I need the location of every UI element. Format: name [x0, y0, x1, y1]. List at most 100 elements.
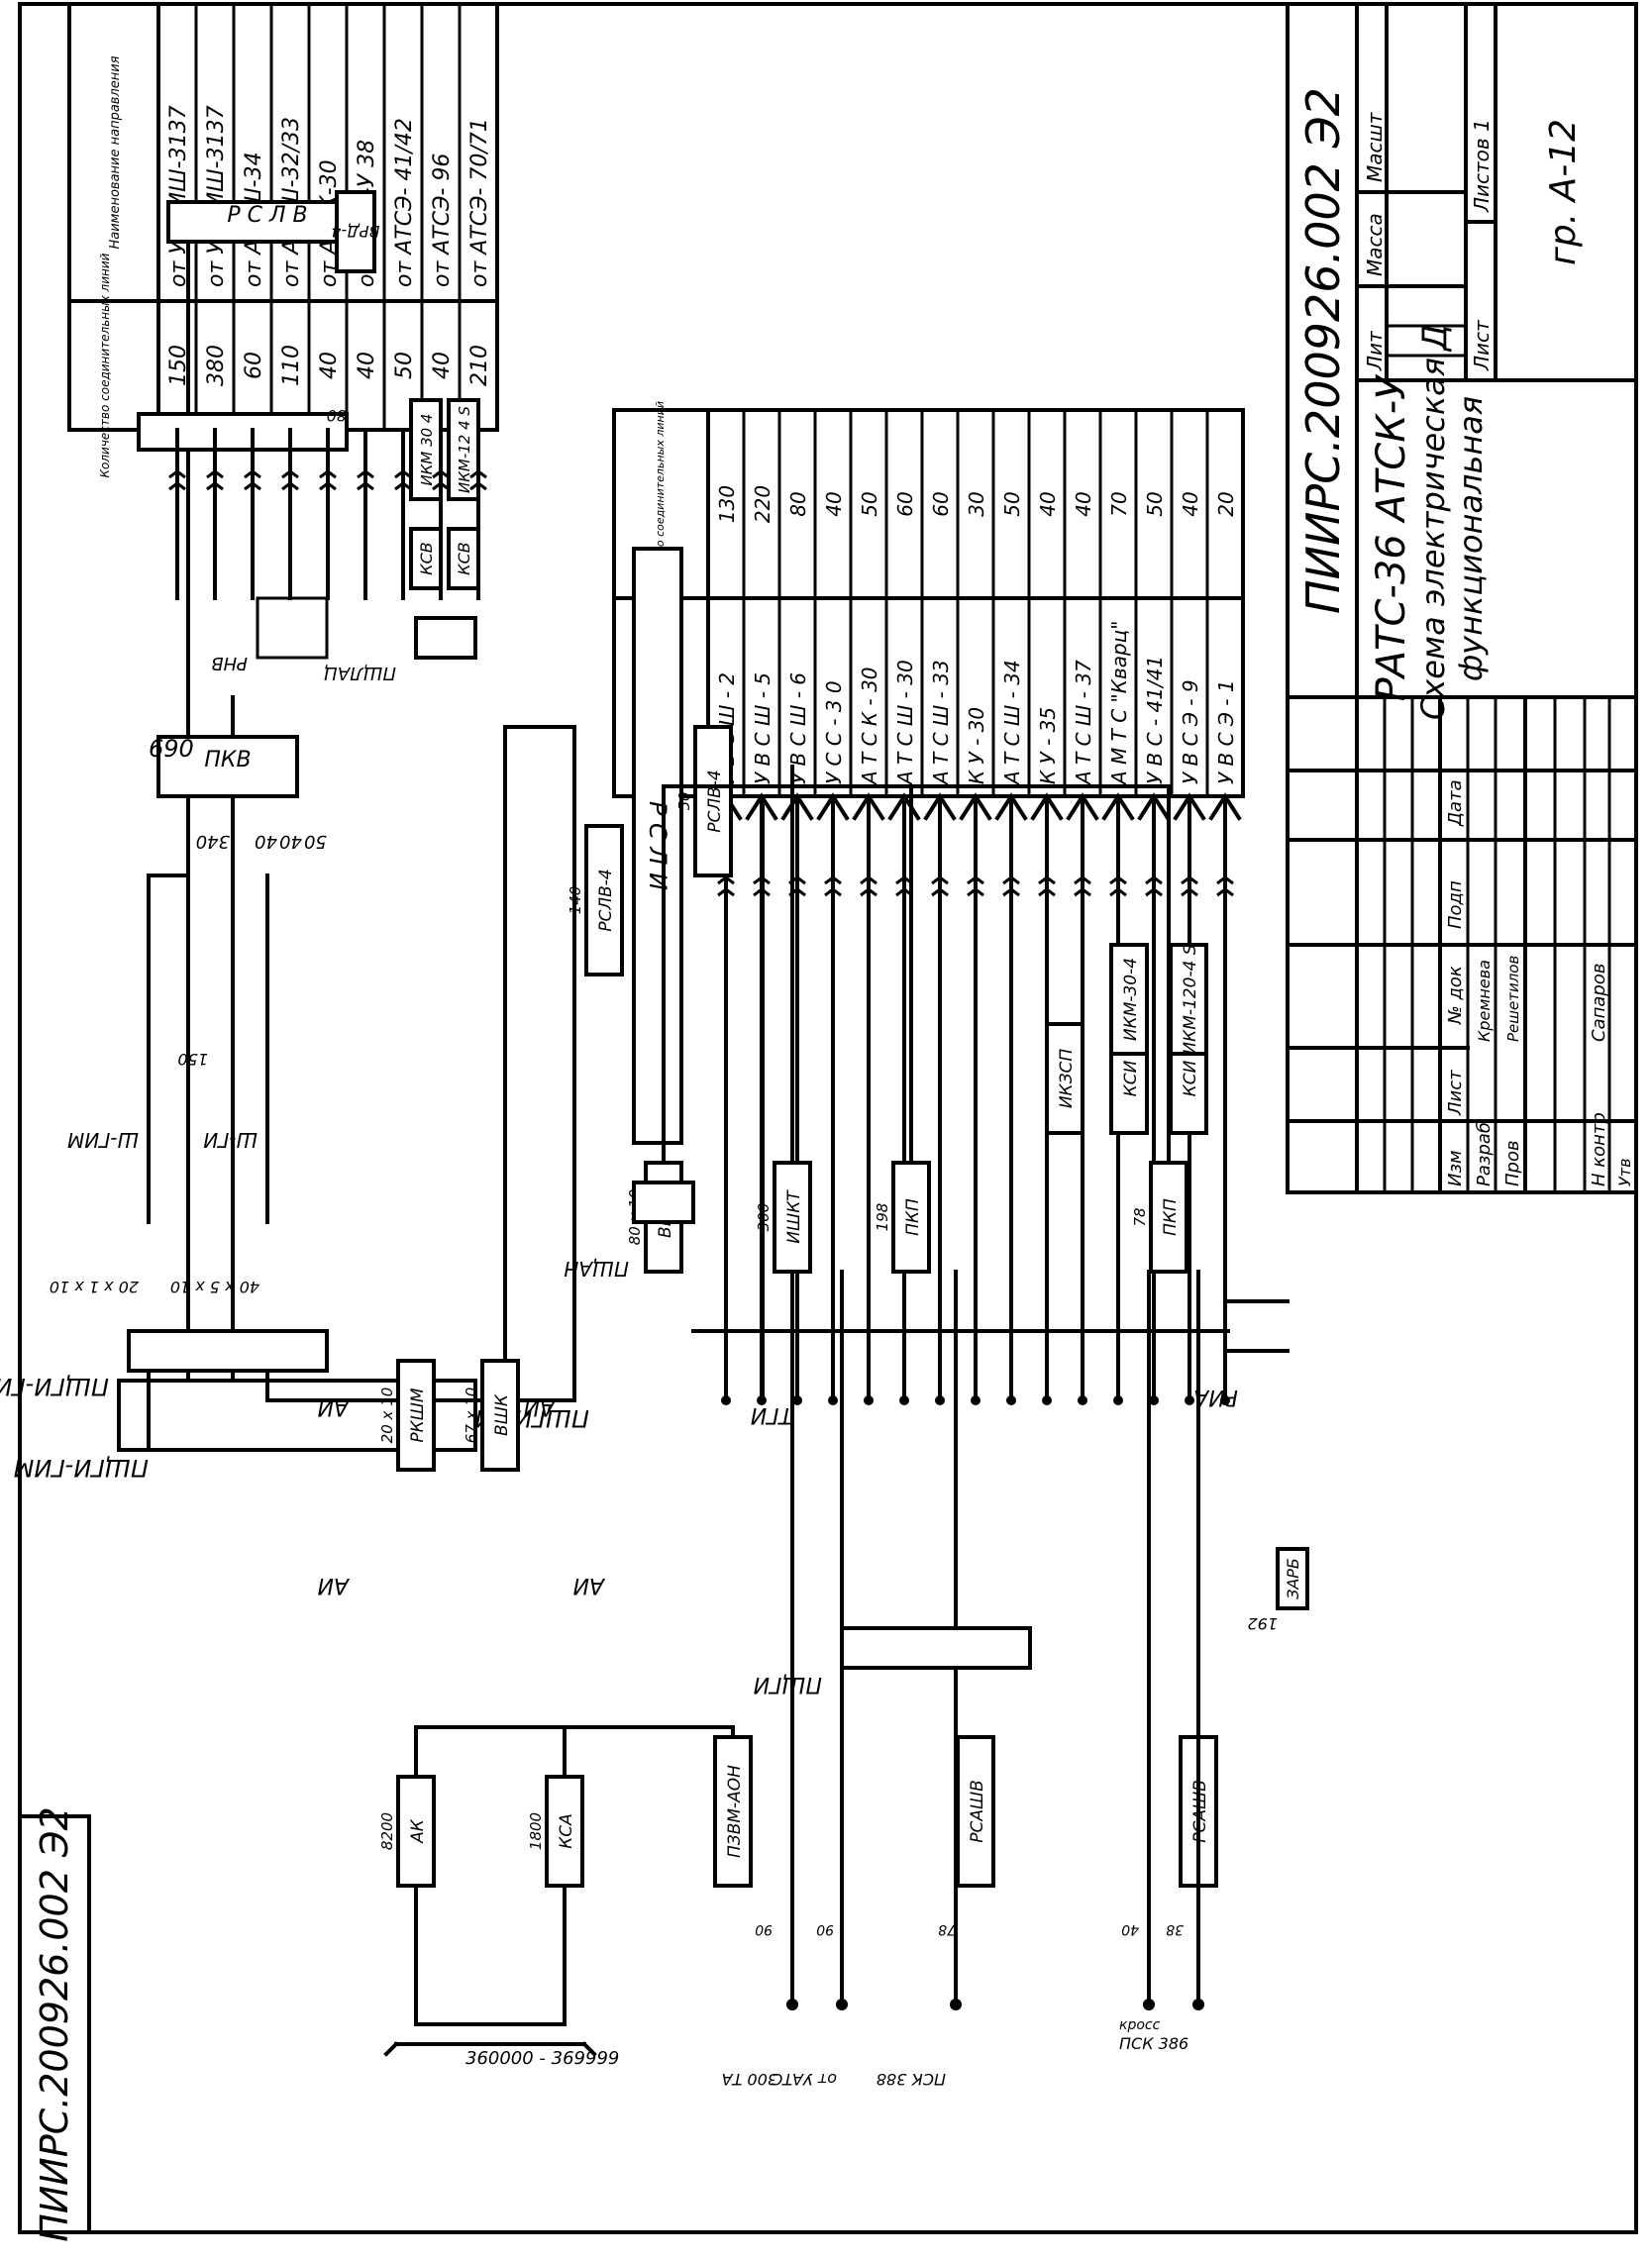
- title-line2: Схема электрическая: [1414, 358, 1452, 720]
- ksi2-block-label: КСИ: [1181, 1060, 1200, 1096]
- wiring: ТГИ ПЩГИ-ГИМ Р С Л И ПЩГИ-ГИМ ПКВ 690 34…: [0, 190, 1309, 2089]
- out-row-count: 130: [715, 485, 739, 523]
- in-header-count: Количество соединительных линий: [98, 253, 112, 477]
- qty-50: 50: [304, 831, 327, 852]
- out-row-count: 40: [1179, 491, 1202, 516]
- title-block: Изм Лист № док Подп Дата Разраб Кремнева…: [1286, 2, 1638, 1194]
- arrow-icon: [923, 792, 957, 821]
- cable-tick-icon: [1038, 875, 1056, 897]
- pkp2-block-label: ПКП: [1161, 1198, 1181, 1236]
- tb-name-nkontr: Сапаров: [1589, 964, 1609, 1042]
- out-row-count: 80: [786, 491, 810, 516]
- out-row-name: А Т С Ш - 33: [929, 660, 953, 786]
- qty-40b: 40: [279, 831, 302, 852]
- arrow-icon: [1030, 792, 1064, 821]
- tb-header-date: Дата: [1445, 779, 1466, 827]
- out-row-count: 40: [1072, 491, 1095, 516]
- number-range-label: 360000 - 369999: [465, 2048, 619, 2069]
- tb-header-izm: Изм: [1445, 1150, 1466, 1186]
- zarb-qty: 192: [1247, 1614, 1278, 1633]
- ksa-block-label: КСА: [557, 1813, 576, 1849]
- terminal-dot: [1143, 1999, 1155, 2010]
- out-row-count: 20: [1214, 491, 1238, 516]
- ikm30-4-out-block-label: ИКМ-30-4: [1121, 958, 1141, 1041]
- rkshm-block-label: РКШМ: [408, 1388, 428, 1442]
- arrow-icon: [780, 792, 814, 821]
- rkshm-block: [396, 1359, 436, 1472]
- gim3-label: Ш-ГИМ: [67, 1128, 139, 1152]
- cable-tick-icon: [1109, 875, 1127, 897]
- ikm12-label: ИКМ-12 4 S: [456, 406, 473, 493]
- rkshm-block-qty: 20 x 10: [378, 1388, 396, 1444]
- mass-label: Масса: [1363, 213, 1387, 276]
- cable-tick-icon: [824, 875, 842, 897]
- out-row-count: 50: [1143, 491, 1167, 516]
- out-row-count: 50: [1000, 491, 1024, 516]
- incoming-lines: [168, 428, 487, 600]
- lit-value: Д: [1415, 324, 1455, 353]
- tb-header-doc: № док: [1445, 966, 1466, 1025]
- rslv4a-block-qty: 140: [567, 886, 584, 915]
- rsli-bar: [632, 547, 683, 1145]
- pshgi-gim-field-left: [127, 1329, 329, 1373]
- out-row-count: 40: [1036, 491, 1060, 516]
- tb-role-razrab: Разраб: [1474, 1122, 1495, 1186]
- rnv-label: РНВ: [211, 653, 248, 673]
- in-row-count: 60: [242, 352, 266, 379]
- ikm30-4-label: ИКМ 30 4: [418, 414, 436, 486]
- cable-tick-icon: [168, 469, 186, 491]
- pshan-field: [632, 1181, 695, 1224]
- vshk1-block: [480, 1359, 520, 1472]
- ikzsp-block-label: ИКЗСП: [1057, 1049, 1077, 1109]
- in-header-name: Наименование направления: [108, 55, 123, 249]
- out-row-name: А Т С Ш - 37: [1072, 660, 1095, 786]
- rslv-label: Р С Л В: [227, 203, 307, 228]
- arrow-icon: [1101, 792, 1135, 821]
- pshgi-gim-label-left: ПЩГИ-ГИМ: [0, 1373, 109, 1400]
- arrow-icon: [994, 792, 1028, 821]
- arrow-icon: [816, 792, 850, 821]
- zarb-label: ЗАРБ: [1284, 1558, 1302, 1599]
- in-row-count: 40: [430, 352, 455, 379]
- out-row-name: У В С Э - 9: [1179, 679, 1202, 784]
- ai-label-4: АИ: [572, 1573, 606, 1597]
- pshan-label: ПЩАН: [564, 1257, 629, 1281]
- terminal-dot: [1192, 1999, 1204, 2010]
- cable-tick-icon: [281, 469, 299, 491]
- in-row-count: 50: [392, 352, 417, 379]
- out-row-count: 220: [751, 485, 774, 523]
- margin-code: ПИИРС.200926.002 Э2: [33, 1806, 76, 2241]
- group-label: гр. А-12: [1543, 119, 1584, 265]
- out-row-name: А М Т С "Кварц": [1107, 621, 1131, 787]
- out-row-name: У С С - 3 0: [822, 680, 846, 784]
- out-row-name: У В С Э - 1: [1214, 679, 1238, 784]
- ak-block-label: АК: [408, 1818, 428, 1844]
- cable-tick-icon: [1074, 875, 1091, 897]
- cable-tick-icon: [319, 469, 337, 491]
- arrow-icon: [1066, 792, 1099, 821]
- pkp1-block-label: ПКП: [903, 1198, 923, 1236]
- cable-tick-icon: [1181, 875, 1198, 897]
- tb-name-prov: Решетилов: [1504, 956, 1522, 1042]
- cable-tick-icon: [1002, 875, 1020, 897]
- sheet-frame: [18, 2, 1638, 2234]
- terminal-dot: [950, 1999, 962, 2010]
- cable-tick-icon: [1216, 875, 1234, 897]
- cable-tick-icon: [394, 469, 412, 491]
- rslv4b-block-label: РСЛВ-4: [705, 770, 725, 833]
- title-line1: РАТС-36 АТСК-У: [1369, 373, 1414, 701]
- ai-label-3: АИ: [317, 1573, 351, 1597]
- ai-label-2: АИ: [523, 1394, 557, 1419]
- out-row-name: У В С Ш - 6: [786, 672, 810, 784]
- vshk1-block-qty: 67 x 10: [463, 1388, 480, 1444]
- cable-tick-icon: [244, 469, 261, 491]
- out-row-name: У В С Ш - 5: [751, 672, 774, 784]
- out-row-name: А Т С Ш - 30: [893, 660, 917, 786]
- ikm30-4-out-block: [1109, 943, 1149, 1056]
- pshgi-gim-field-upper: [137, 412, 349, 452]
- source-uats: от УАТС: [771, 2070, 837, 2089]
- cable-tick-icon: [967, 875, 984, 897]
- pshgi-gim-label-in: ПЩГИ-ГИМ: [13, 1454, 149, 1482]
- tb-role-prov: Пров: [1502, 1140, 1523, 1186]
- outgoing-directions-table: Наименование направленияКоличество соеди…: [612, 401, 1245, 1405]
